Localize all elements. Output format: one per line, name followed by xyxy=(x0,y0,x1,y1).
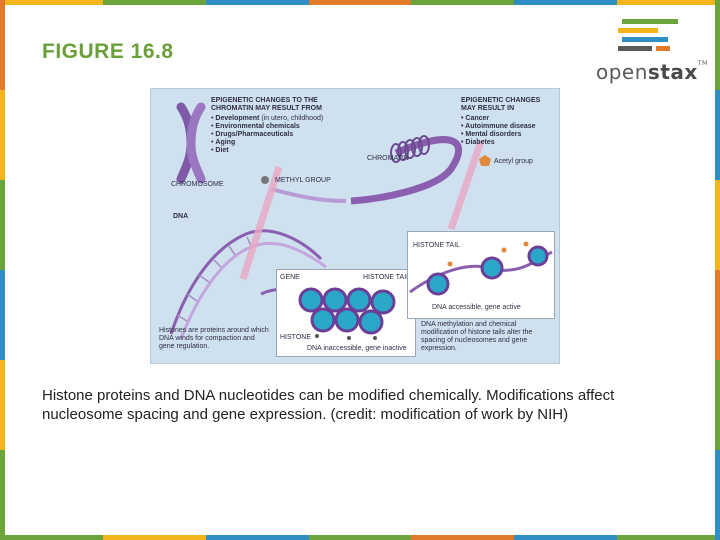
chromatin-fiber xyxy=(350,136,463,205)
bottom-edge-stripe xyxy=(0,535,720,540)
chromosome-shape xyxy=(176,102,206,184)
methyl-group-label: METHYL GROUP xyxy=(275,177,331,184)
causes-list: Development (in utero, childhood) Enviro… xyxy=(211,115,341,155)
dna-label: DNA xyxy=(173,213,189,220)
left-edge-stripe xyxy=(0,0,5,540)
active-inset: HISTONE TAIL DNA accessible, gene active xyxy=(407,231,555,319)
histone-tail-label: HISTONE TAIL xyxy=(363,274,411,281)
gene-label: GENE xyxy=(280,274,300,281)
result-arrow xyxy=(447,139,485,231)
result-item: Cancer xyxy=(461,115,556,123)
slide-title: FIGURE 16.8 xyxy=(42,40,174,63)
chromatin-label: CHROMATIN xyxy=(367,155,409,162)
histone-label: HISTONE xyxy=(280,334,311,341)
openstax-wordmark: openstaxTM xyxy=(596,60,708,84)
histone-tail-label: HISTONE TAIL xyxy=(413,242,461,249)
cause-item: Development (in utero, childhood) xyxy=(211,115,341,123)
result-item: Diabetes xyxy=(461,139,556,147)
inactive-status: DNA inaccessible, gene inactive xyxy=(307,345,407,352)
cause-item: Drugs/Pharmaceuticals xyxy=(211,131,341,139)
causes-header: EPIGENETIC CHANGES TO THE CHROMATIN MAY … xyxy=(211,97,322,112)
result-item: Autoimmune disease xyxy=(461,123,556,131)
condensed-nucleosomes xyxy=(298,287,396,340)
results-list: Cancer Autoimmune disease Mental disorde… xyxy=(461,115,556,147)
cause-item: Aging xyxy=(211,139,341,147)
acetyl-group-icon xyxy=(479,155,491,166)
active-status: DNA accessible, gene active xyxy=(432,304,521,311)
inactive-inset: GENE HISTONE TAIL HISTONE DNA inaccessib… xyxy=(276,269,416,357)
methylation-note: DNA methylation and chemical modificatio… xyxy=(421,321,533,352)
acetyl-group-label: Acetyl group xyxy=(494,158,533,165)
chromosome-label: CHROMOSOME xyxy=(171,181,224,188)
top-edge-stripe xyxy=(0,0,720,5)
methyl-group-icon xyxy=(261,176,269,184)
results-header: EPIGENETIC CHANGES MAY RESULT IN xyxy=(461,97,541,112)
histone-note: Histones are proteins around which DNA w… xyxy=(159,327,269,350)
openstax-logo: openstaxTM xyxy=(596,16,707,86)
result-item: Mental disorders xyxy=(461,131,556,139)
epigenetics-figure: EPIGENETIC CHANGES TO THE CHROMATIN MAY … xyxy=(150,88,560,364)
figure-caption: Histone proteins and DNA nucleotides can… xyxy=(42,387,615,423)
cause-item: Diet xyxy=(211,147,341,155)
right-edge-stripe xyxy=(715,0,720,540)
openstax-logo-icon xyxy=(618,19,678,51)
spaced-nucleosomes xyxy=(409,241,553,296)
cause-item: Environmental chemicals xyxy=(211,123,341,131)
chromatin-coil xyxy=(390,135,430,163)
cause-arrow xyxy=(239,165,283,281)
